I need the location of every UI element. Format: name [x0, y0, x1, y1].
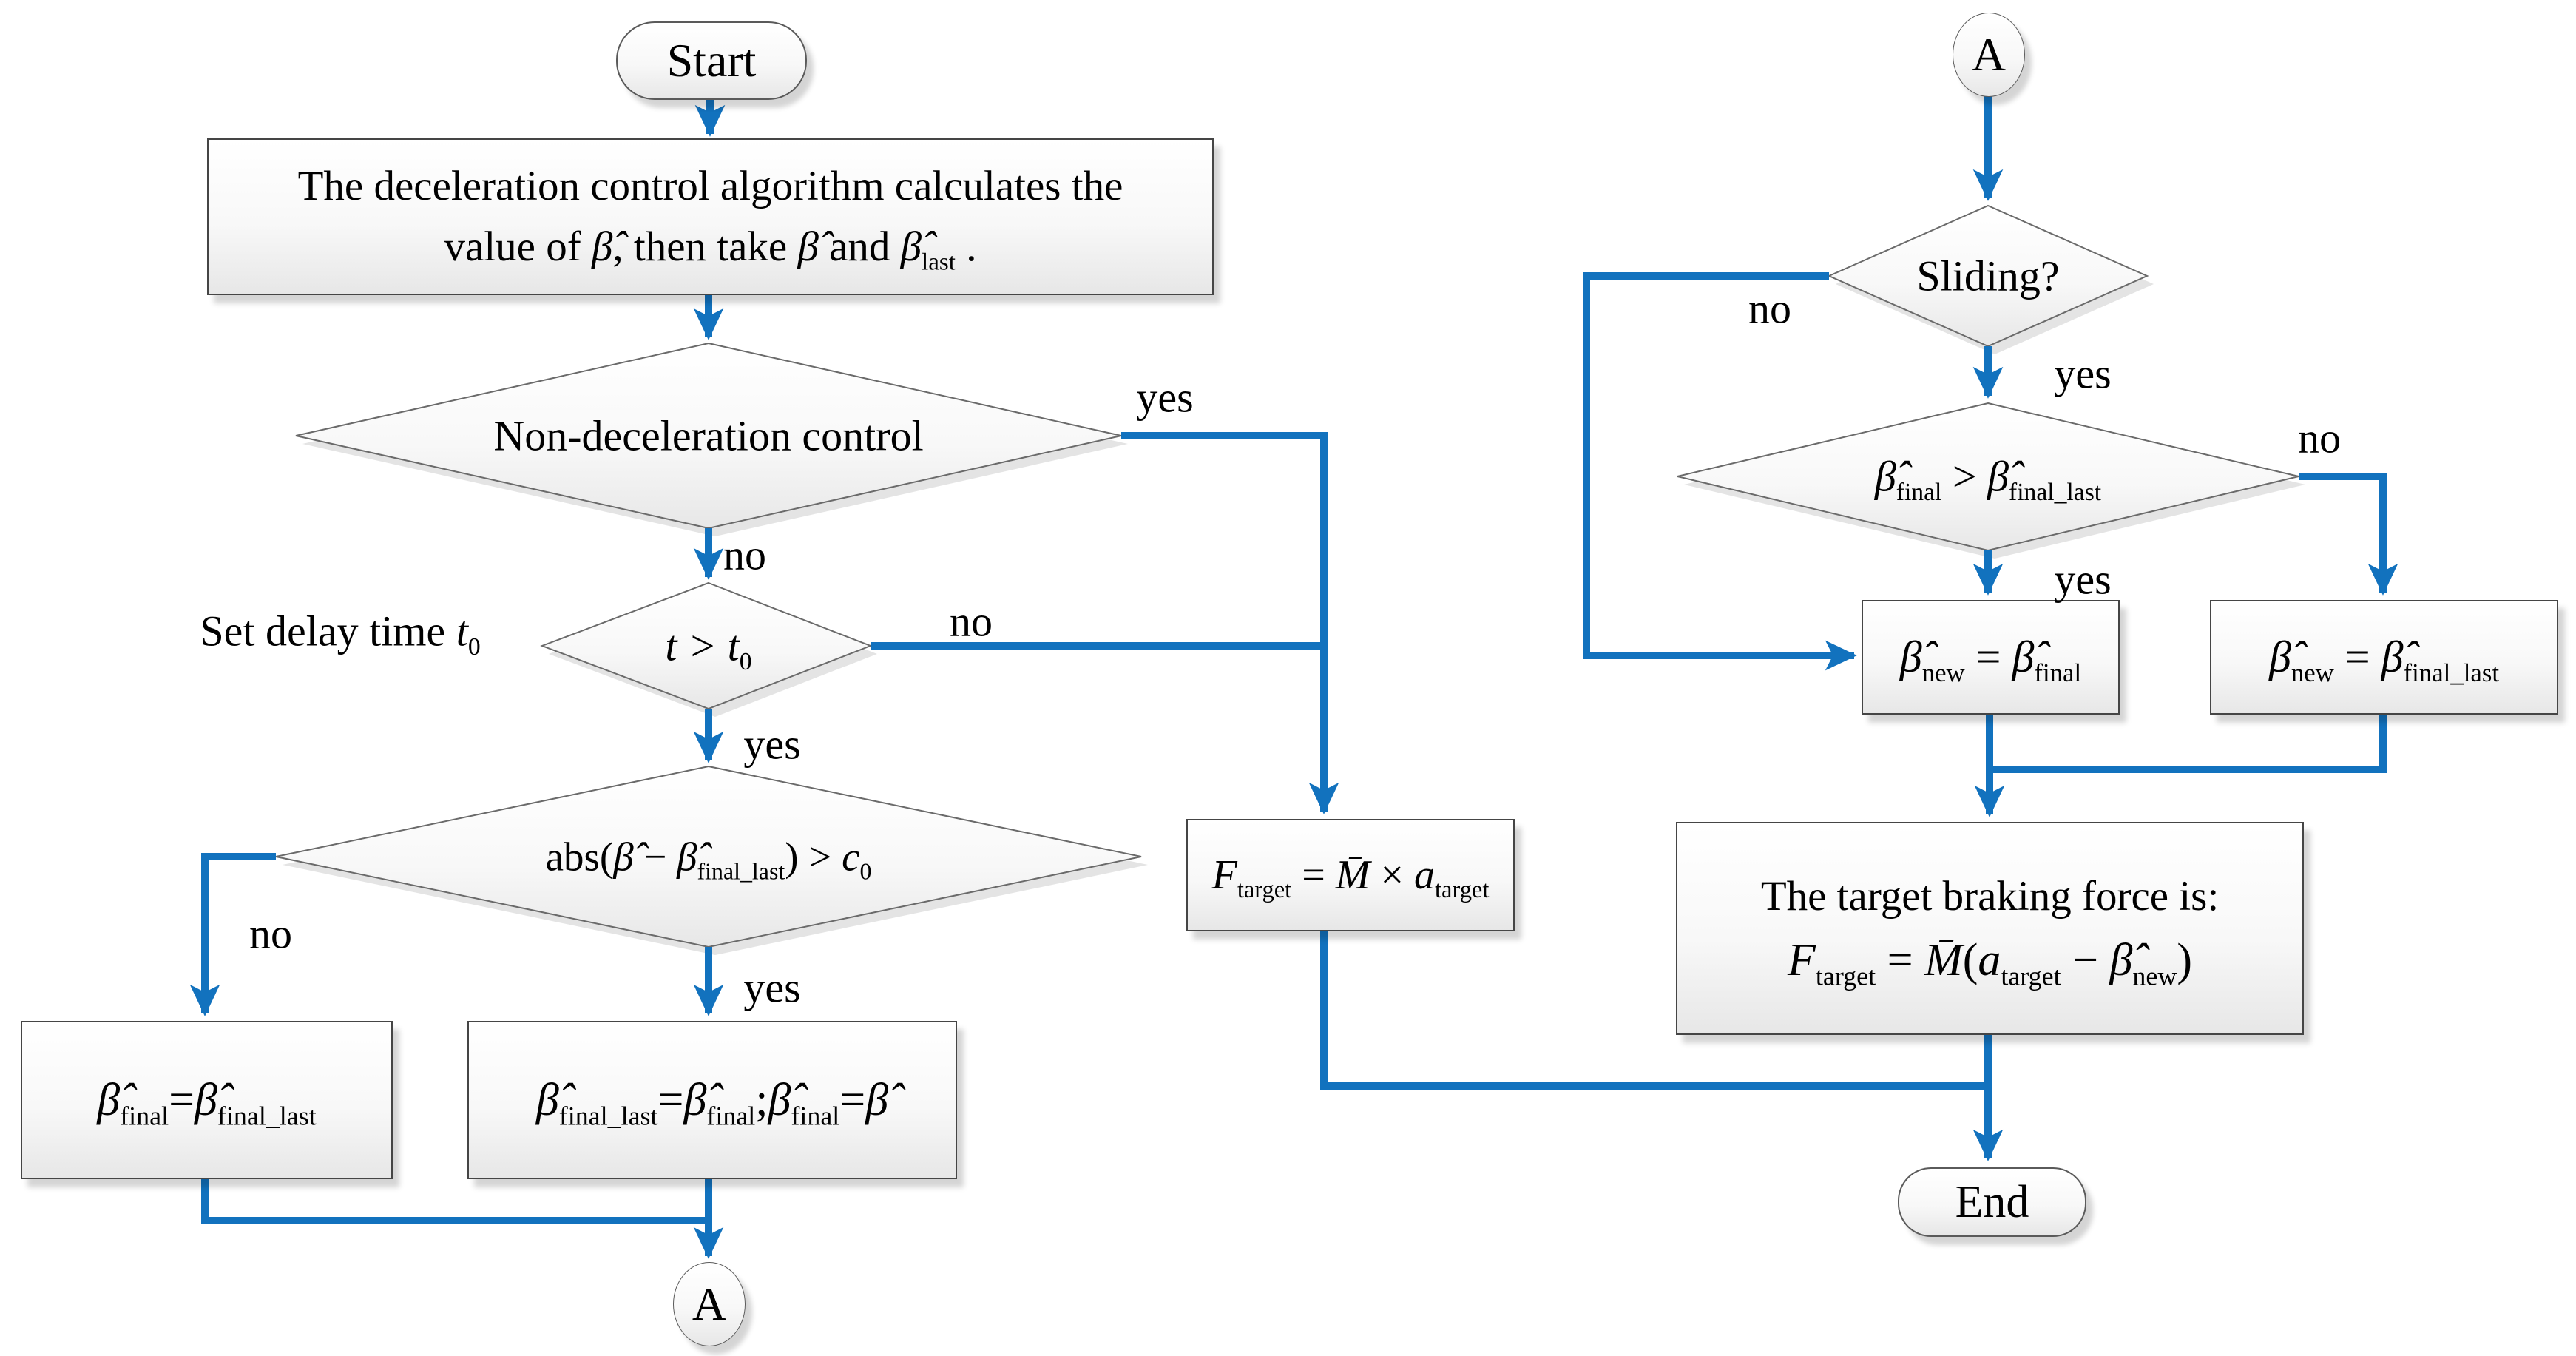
- new-equals-final-box[interactable]: β̂new = β̂final: [1862, 600, 2120, 715]
- calc-process-box[interactable]: The deceleration control algorithm calcu…: [207, 138, 1214, 295]
- edge-label-delay-yes: yes: [743, 720, 801, 769]
- decision-non-deceleration-label: Non-deceleration control: [493, 411, 924, 460]
- edge-label-betacmp-yes: yes: [2054, 555, 2112, 604]
- edge-label-nondecel-yes: yes: [1136, 373, 1194, 422]
- edge-label-abs-yes: yes: [743, 963, 801, 1012]
- edge-keep-merge: [201, 1176, 712, 1224]
- decision-sliding-label: Sliding?: [1916, 252, 2060, 300]
- edge-label-betacmp-no: no: [2298, 414, 2341, 462]
- edge-label-abs-no: no: [249, 909, 292, 958]
- edge-label-sliding-no: no: [1748, 284, 1791, 333]
- connector-a-right-label: A: [1971, 28, 2007, 81]
- decision-beta-compare-label: β̂final > β̂final_last: [1874, 452, 2102, 507]
- decision-abs-threshold-label: abs(β̂ − β̂final_last) > c0: [545, 834, 872, 885]
- edge-fsimple-merge: [1320, 928, 1992, 1090]
- start-terminal[interactable]: Start: [616, 21, 807, 100]
- edge-betacmp-no: [2299, 473, 2398, 596]
- set-delay-time-note: Set delay time t0: [200, 607, 481, 661]
- update-beta-formula: β̂final_last=β̂final;β̂final=β̂: [535, 1074, 889, 1130]
- force-simple-box[interactable]: Ftarget = M̄ × atarget: [1186, 819, 1515, 931]
- decision-delay-time-label: t > t0: [665, 621, 752, 676]
- edge-label-delay-no: no: [950, 597, 993, 646]
- edge-sliding-no-loop: [1583, 272, 1857, 671]
- keep-beta-box[interactable]: β̂final=β̂final_last: [21, 1021, 393, 1179]
- force-simple-formula: Ftarget = M̄ × atarget: [1211, 852, 1490, 904]
- keep-beta-formula: β̂final=β̂final_last: [97, 1074, 317, 1130]
- connector-a-left-label: A: [692, 1278, 727, 1330]
- calc-line2: value of β̂, then take β̂ and β̂last .: [444, 223, 977, 276]
- connector-a-left[interactable]: A: [673, 1262, 746, 1346]
- end-label: End: [1955, 1176, 2029, 1227]
- connector-a-right[interactable]: A: [1953, 13, 2025, 97]
- target-force-line2: Ftarget = M̄(atarget − β̂new): [1788, 935, 2192, 991]
- edge-abs-no: [189, 853, 276, 1016]
- edge-newfinallast-merge: [1986, 712, 2387, 773]
- start-label: Start: [666, 34, 757, 87]
- edge-nondecel-yes: [1121, 432, 1339, 814]
- target-force-box[interactable]: The target braking force is: Ftarget = M…: [1676, 822, 2304, 1035]
- new-equals-final-last-box[interactable]: β̂new = β̂final_last: [2210, 600, 2558, 715]
- edge-label-sliding-yes: yes: [2054, 349, 2112, 398]
- new-equals-final-formula: β̂new = β̂final: [1899, 633, 2082, 687]
- new-equals-final-last-formula: β̂new = β̂final_last: [2268, 633, 2500, 687]
- calc-line1: The deceleration control algorithm calcu…: [297, 163, 1123, 209]
- end-terminal[interactable]: End: [1898, 1167, 2086, 1237]
- update-beta-box[interactable]: β̂final_last=β̂final;β̂final=β̂: [467, 1021, 957, 1179]
- edge-label-nondecel-no: no: [723, 530, 766, 579]
- target-force-line1: The target braking force is:: [1760, 873, 2220, 920]
